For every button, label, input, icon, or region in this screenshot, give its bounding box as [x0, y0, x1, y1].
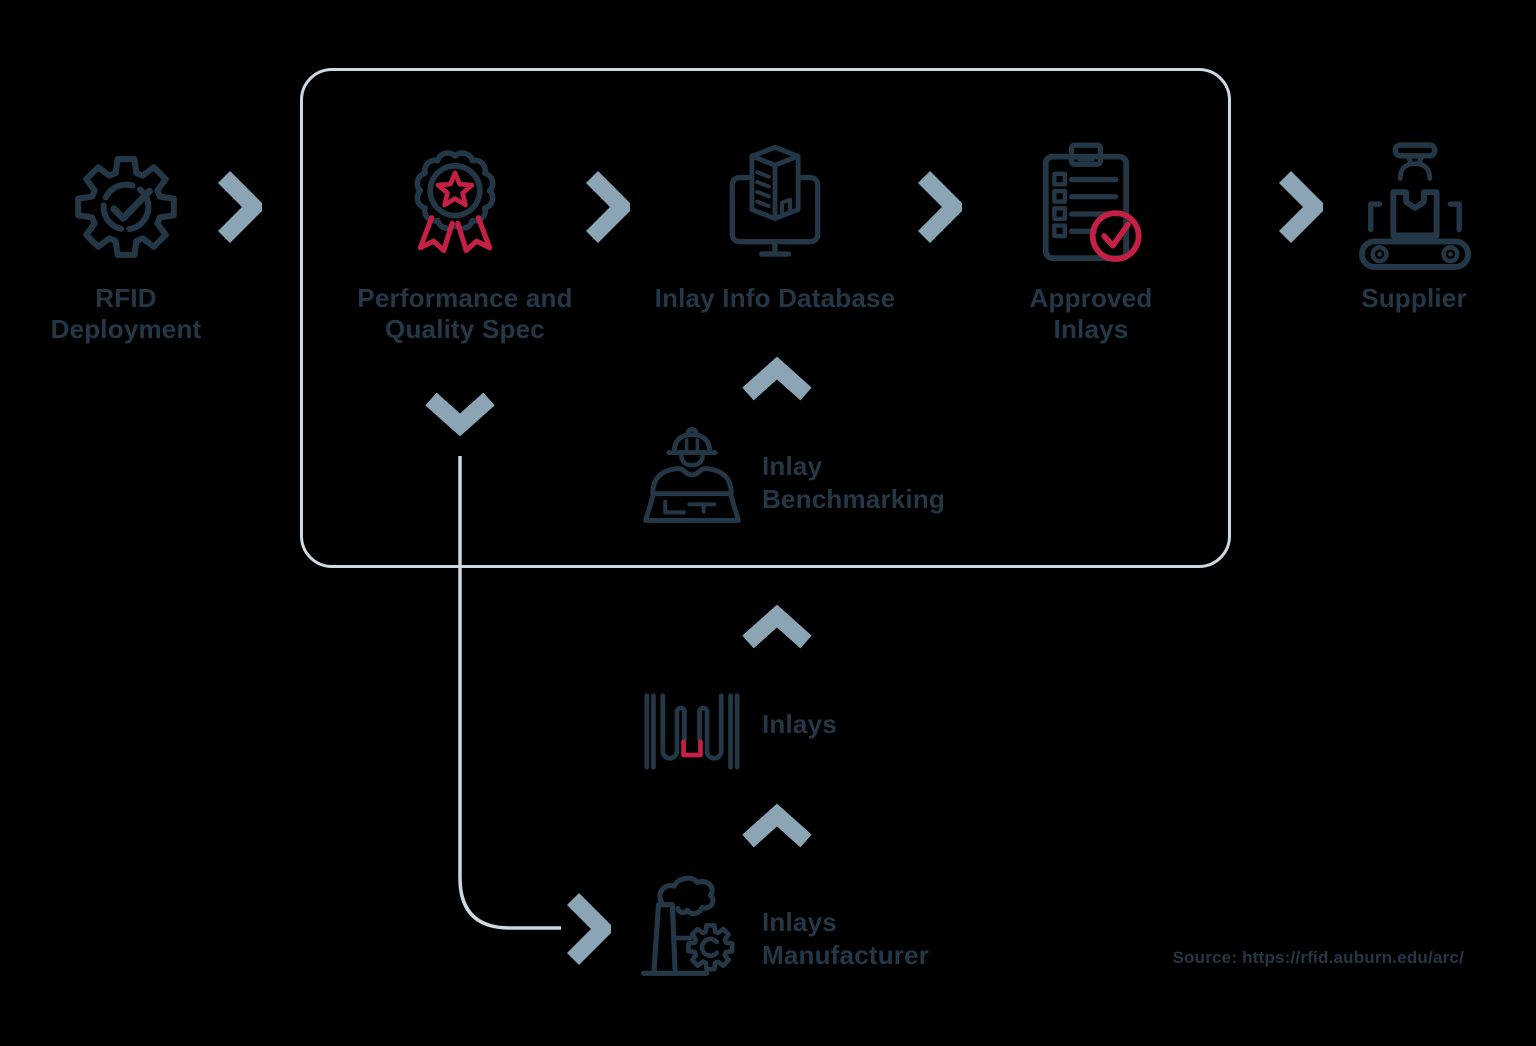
- gear-checkmark-icon: [75, 156, 177, 258]
- award-medal-icon: [414, 150, 496, 254]
- monitor-database-icon: [729, 144, 821, 257]
- node-performance-quality-spec-label: Performance and Quality Spec: [357, 283, 573, 344]
- process-boundary-box: [300, 68, 1231, 568]
- node-inlays-manufacturer-label: Inlays Manufacturer: [762, 907, 930, 970]
- source-attribution: Source: https://rfid.auburn.edu/arc/: [1172, 948, 1464, 967]
- chevron-right-icon: [217, 170, 262, 244]
- node-inlays-label: Inlays: [762, 709, 837, 739]
- node-approved-inlays-label: Approved Inlays: [1029, 283, 1153, 344]
- conveyor-belt-icon: [1358, 142, 1472, 270]
- chevron-up-icon: [742, 803, 812, 848]
- chevron-up-icon: [742, 356, 812, 401]
- node-rfid-deployment-label: RFID Deployment: [50, 283, 202, 344]
- clipboard-checklist-icon: [1042, 142, 1142, 262]
- chevron-up-icon: [742, 604, 812, 649]
- engineer-worktable-icon: [643, 427, 741, 523]
- node-inlay-benchmarking-label: Inlay Benchmarking: [762, 451, 946, 514]
- node-supplier-label: Supplier: [1361, 283, 1467, 313]
- chevron-right-icon: [1278, 170, 1323, 244]
- chevron-right-icon: [585, 170, 630, 244]
- chevron-down-icon: [425, 392, 495, 437]
- chevron-right-icon: [566, 892, 611, 966]
- factory-gear-icon: [641, 875, 735, 976]
- node-inlay-info-database-label: Inlay Info Database: [654, 283, 896, 313]
- rfid-inlay-antenna-icon: [644, 693, 740, 770]
- chevron-right-icon: [917, 170, 962, 244]
